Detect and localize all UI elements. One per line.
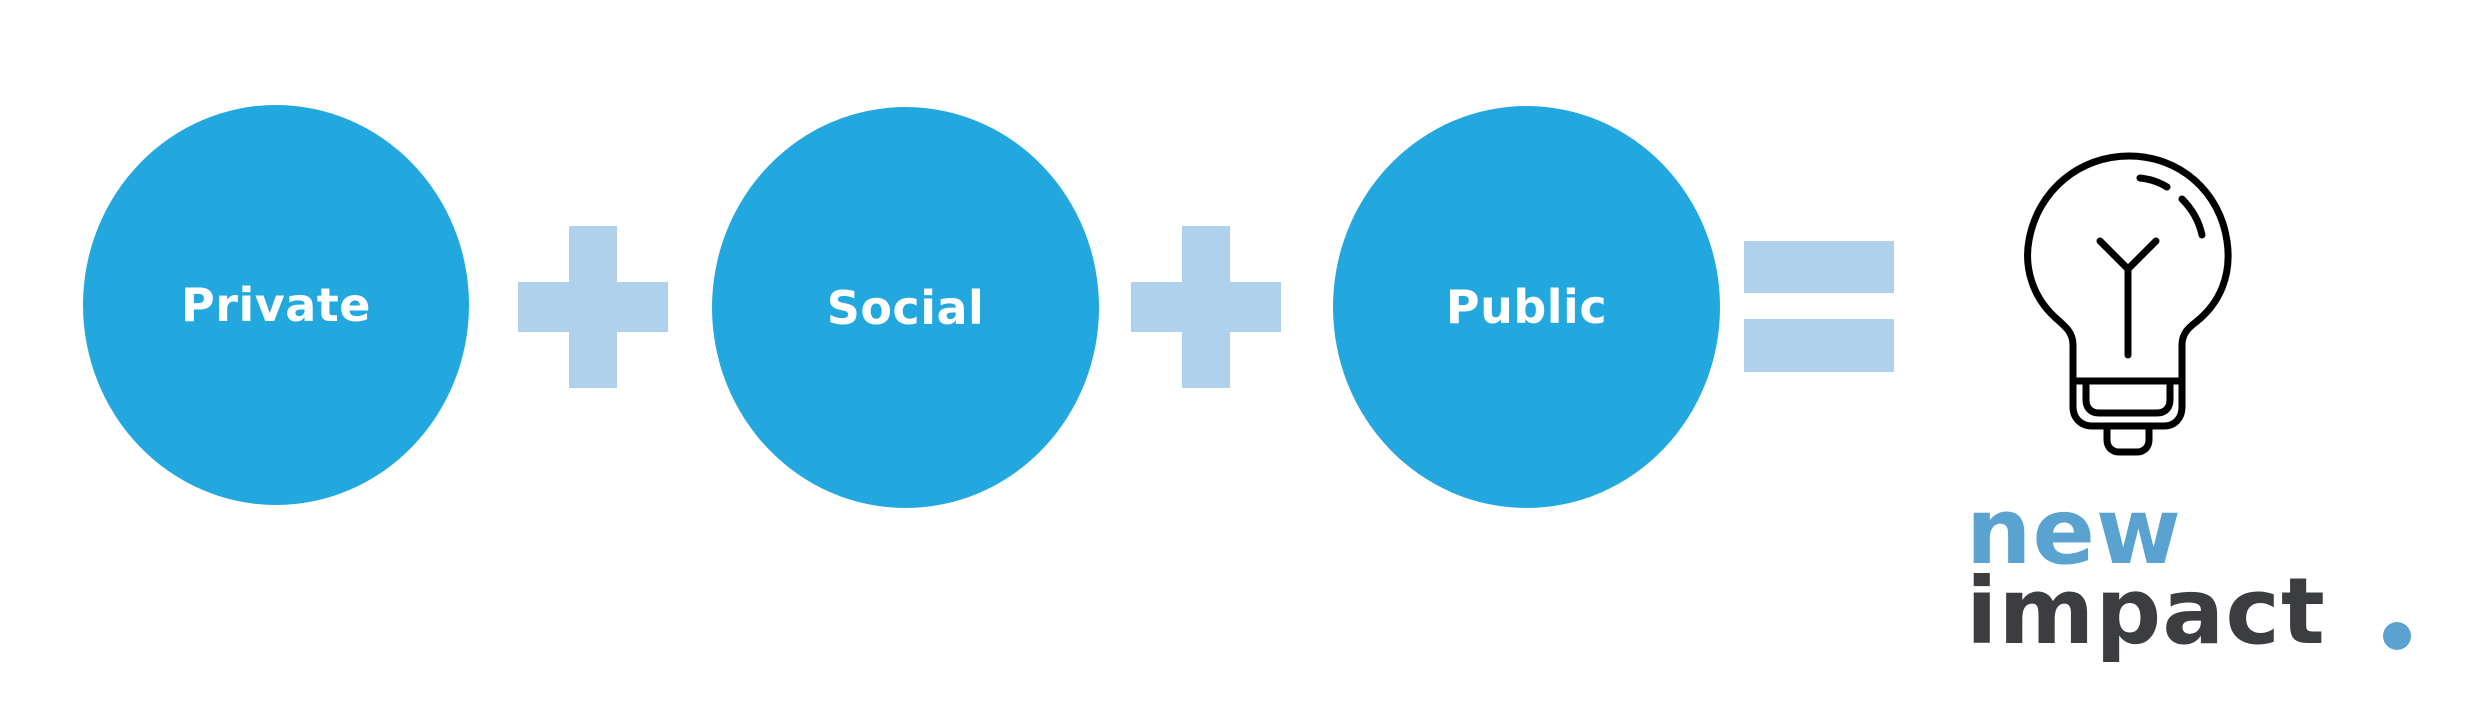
circle-social: Social — [712, 107, 1099, 508]
circle-private: Private — [83, 105, 469, 505]
circle-public-label: Public — [1445, 280, 1608, 334]
circle-social-label: Social — [826, 280, 985, 335]
circle-private-label: Private — [181, 278, 371, 332]
circle-public: Public — [1333, 106, 1720, 508]
plus-icon — [1131, 226, 1281, 388]
plus-icon — [518, 226, 668, 388]
logo-impact-text: impact — [1966, 558, 2326, 665]
lightbulb-icon — [2024, 152, 2232, 456]
logo-dot — [2383, 622, 2411, 650]
equals-icon — [1744, 241, 1894, 372]
logo-new-text: new — [1966, 478, 2182, 585]
